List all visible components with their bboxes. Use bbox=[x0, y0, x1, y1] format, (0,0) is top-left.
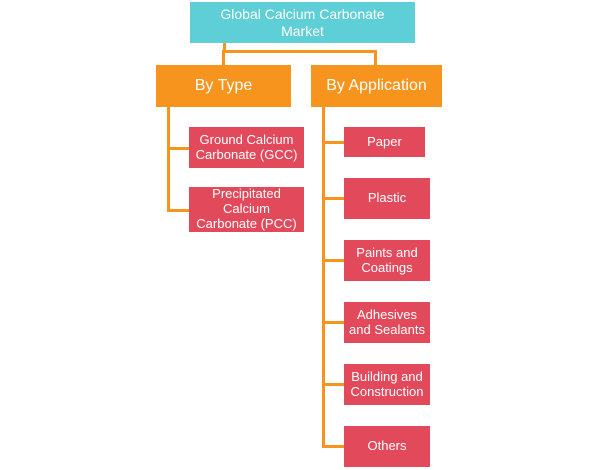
connector-type-item-2 bbox=[167, 209, 189, 212]
type-item-pcc: Precipitated Calcium Carbonate (PCC) bbox=[189, 186, 304, 232]
connector-application-item-4 bbox=[322, 321, 344, 324]
connector-application-item-5 bbox=[322, 383, 344, 386]
category-by-type: By Type bbox=[156, 65, 291, 107]
connector-type-item-1 bbox=[167, 147, 189, 150]
connector-type-vertical bbox=[167, 107, 170, 212]
category-by-application: By Application bbox=[311, 65, 442, 107]
connector-application-item-2 bbox=[322, 197, 344, 200]
application-item-plastic: Plastic bbox=[344, 178, 430, 219]
application-item-paints-coatings: Paints and Coatings bbox=[344, 240, 430, 281]
connector-application-item-6 bbox=[322, 445, 344, 448]
connector-application-item-1 bbox=[322, 141, 344, 144]
connector-application-vertical bbox=[322, 107, 325, 448]
root-node: Global Calcium Carbonate Market bbox=[190, 2, 415, 43]
application-item-building-construction: Building and Construction bbox=[344, 364, 430, 405]
application-item-paper: Paper bbox=[344, 127, 425, 157]
connector-root-down bbox=[223, 43, 226, 52]
connector-to-application bbox=[374, 50, 377, 65]
application-item-others: Others bbox=[344, 426, 430, 467]
connector-application-item-3 bbox=[322, 259, 344, 262]
application-item-adhesives-sealants: Adhesives and Sealants bbox=[344, 302, 430, 343]
type-item-gcc: Ground Calcium Carbonate (GCC) bbox=[189, 127, 304, 168]
connector-to-type bbox=[222, 50, 225, 65]
connector-root-horizontal bbox=[222, 50, 377, 53]
